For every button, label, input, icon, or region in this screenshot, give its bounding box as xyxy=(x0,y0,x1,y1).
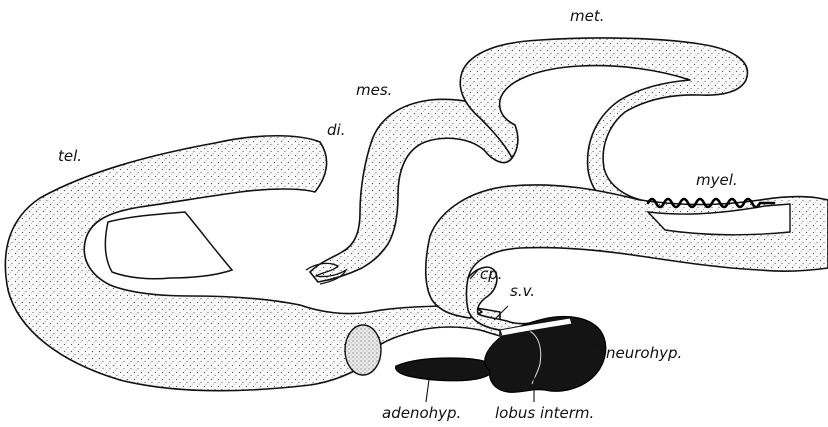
adenohypophysis-anterior-lobe xyxy=(345,325,381,375)
lateral-ventricle xyxy=(105,212,232,279)
adenohypophysis-lobe xyxy=(396,358,495,381)
label-di: di. xyxy=(327,121,345,139)
label-adenohyp: adenohyp. xyxy=(382,404,461,422)
label-sv: s.v. xyxy=(510,282,535,300)
label-mes: mes. xyxy=(356,81,392,99)
label-neurohyp: neurohyp. xyxy=(606,344,682,362)
label-myel: myel. xyxy=(696,171,738,189)
label-met: met. xyxy=(570,7,605,25)
label-lobus-interm: lobus interm. xyxy=(495,404,594,422)
label-cp: cp. xyxy=(480,265,503,283)
label-tel: tel. xyxy=(58,147,82,165)
